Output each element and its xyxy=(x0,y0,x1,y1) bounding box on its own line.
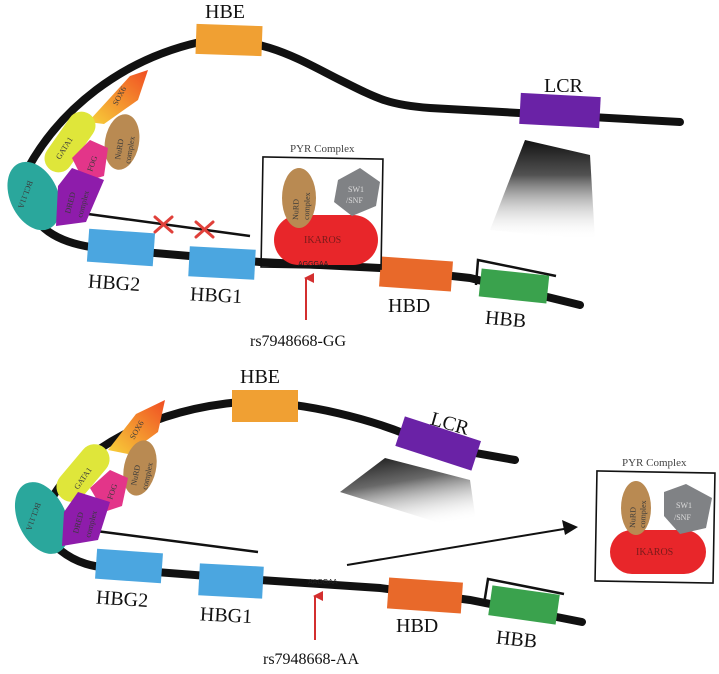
gene-hbe-label: HBE xyxy=(240,366,280,388)
gata1-protein: GATA1 xyxy=(56,444,110,502)
snp-label: rs7948668-AA xyxy=(263,651,359,668)
svg-text:NuRD: NuRD xyxy=(628,507,638,528)
gata1-protein: GATA1 xyxy=(44,111,96,173)
svg-text:/SNF: /SNF xyxy=(346,196,363,205)
ikaros-label: IKAROS xyxy=(636,547,673,558)
gene-hbd-label: HBD xyxy=(396,615,438,637)
gene-hbg1-label: HBG1 xyxy=(189,283,242,308)
gene-hbg1 xyxy=(198,563,264,599)
dred-complex-protein: DRED complex xyxy=(62,492,110,546)
swi-snf-protein xyxy=(334,168,380,216)
svg-text:NuRD: NuRD xyxy=(113,138,126,160)
bcl11a-protein: BCL11A xyxy=(14,482,70,554)
pyr-complex-released: PYR Complex IKAROS NuRD complex SW1 /SNF xyxy=(594,457,716,584)
svg-text:NuRD: NuRD xyxy=(129,464,142,487)
pyr-complex-title: PYR Complex xyxy=(290,143,355,155)
gene-hbb-label: HBB xyxy=(495,627,538,653)
svg-text:complex: complex xyxy=(302,192,312,220)
gene-hbg1 xyxy=(188,246,256,280)
transcription-start-arrow xyxy=(482,577,565,605)
dred-complex-protein: DRED complex xyxy=(56,168,104,226)
protein-cluster-bottom: SOX6 GATA1 NuRD complex FOG BCL11A DR xyxy=(14,400,165,554)
gene-hbb xyxy=(488,585,560,625)
nurd-complex-protein xyxy=(621,481,651,535)
gene-hbb-label: HBB xyxy=(484,307,527,333)
gene-hbd-label: HBD xyxy=(388,295,430,317)
lcr-interaction-beam xyxy=(490,140,595,240)
ikaros-protein xyxy=(610,530,706,574)
protein-cluster-top: SOX6 GATA1 NuRD complex FOG BCL11A DR xyxy=(7,70,148,231)
gene-hbg2-label: HBG2 xyxy=(95,586,149,612)
block-mark xyxy=(194,220,215,239)
panel-bottom: HBE LCR HBG2 HBG1 HBD HBB SOX6 GATA1 NuR… xyxy=(14,366,716,668)
svg-text:/SNF: /SNF xyxy=(674,513,691,522)
snp-sequence: AGGGAA xyxy=(298,261,329,268)
svg-text:NuRD: NuRD xyxy=(291,199,301,220)
ikaros-label: IKAROS xyxy=(304,235,341,246)
gene-lcr xyxy=(519,92,601,129)
pyr-complex-box xyxy=(260,156,384,270)
gene-hbg1-label: HBG1 xyxy=(199,603,252,628)
gene-hbg2 xyxy=(86,228,156,267)
lcr-interaction-beam xyxy=(340,458,478,535)
gene-hbg2 xyxy=(95,548,163,584)
pyr-complex-bound: PYR Complex IKAROS NuRD complex SW1 /SNF… xyxy=(260,143,384,270)
sox6-protein: SOX6 xyxy=(108,400,165,454)
gene-hbd xyxy=(386,577,463,614)
svg-text:SW1: SW1 xyxy=(348,185,364,194)
dissociation-arrow xyxy=(346,520,578,566)
gene-hbe-label: HBE xyxy=(205,1,245,23)
nurd-complex-protein: NuRD complex xyxy=(104,114,140,170)
pyr-complex-title: PYR Complex xyxy=(622,457,687,469)
svg-text:SW1: SW1 xyxy=(676,501,692,510)
transcription-start-arrow xyxy=(474,258,557,286)
snp-sequence: AAGGAA xyxy=(308,579,338,586)
pyr-complex-box xyxy=(594,470,716,584)
gene-hbg2-label: HBG2 xyxy=(87,270,141,296)
swi-snf-protein xyxy=(664,484,712,534)
repression-line xyxy=(95,529,259,554)
gene-hbe xyxy=(232,390,298,422)
panel-top: HBE LCR HBG2 HBG1 HBD HBB SOX6 GATA1 xyxy=(7,1,684,350)
repression-line xyxy=(87,212,251,238)
gene-lcr xyxy=(395,416,481,471)
gene-hbe xyxy=(195,23,263,57)
gene-hbd xyxy=(379,256,453,292)
svg-text:complex: complex xyxy=(638,500,648,528)
gene-hbb xyxy=(478,268,550,304)
snp-label: rs7948668-GG xyxy=(250,333,346,350)
nurd-complex-protein: NuRD complex xyxy=(123,440,157,496)
gene-lcr-label: LCR xyxy=(544,75,584,97)
nurd-complex-protein xyxy=(282,168,316,228)
bcl11a-protein: BCL11A xyxy=(7,161,61,231)
block-mark xyxy=(153,215,174,234)
